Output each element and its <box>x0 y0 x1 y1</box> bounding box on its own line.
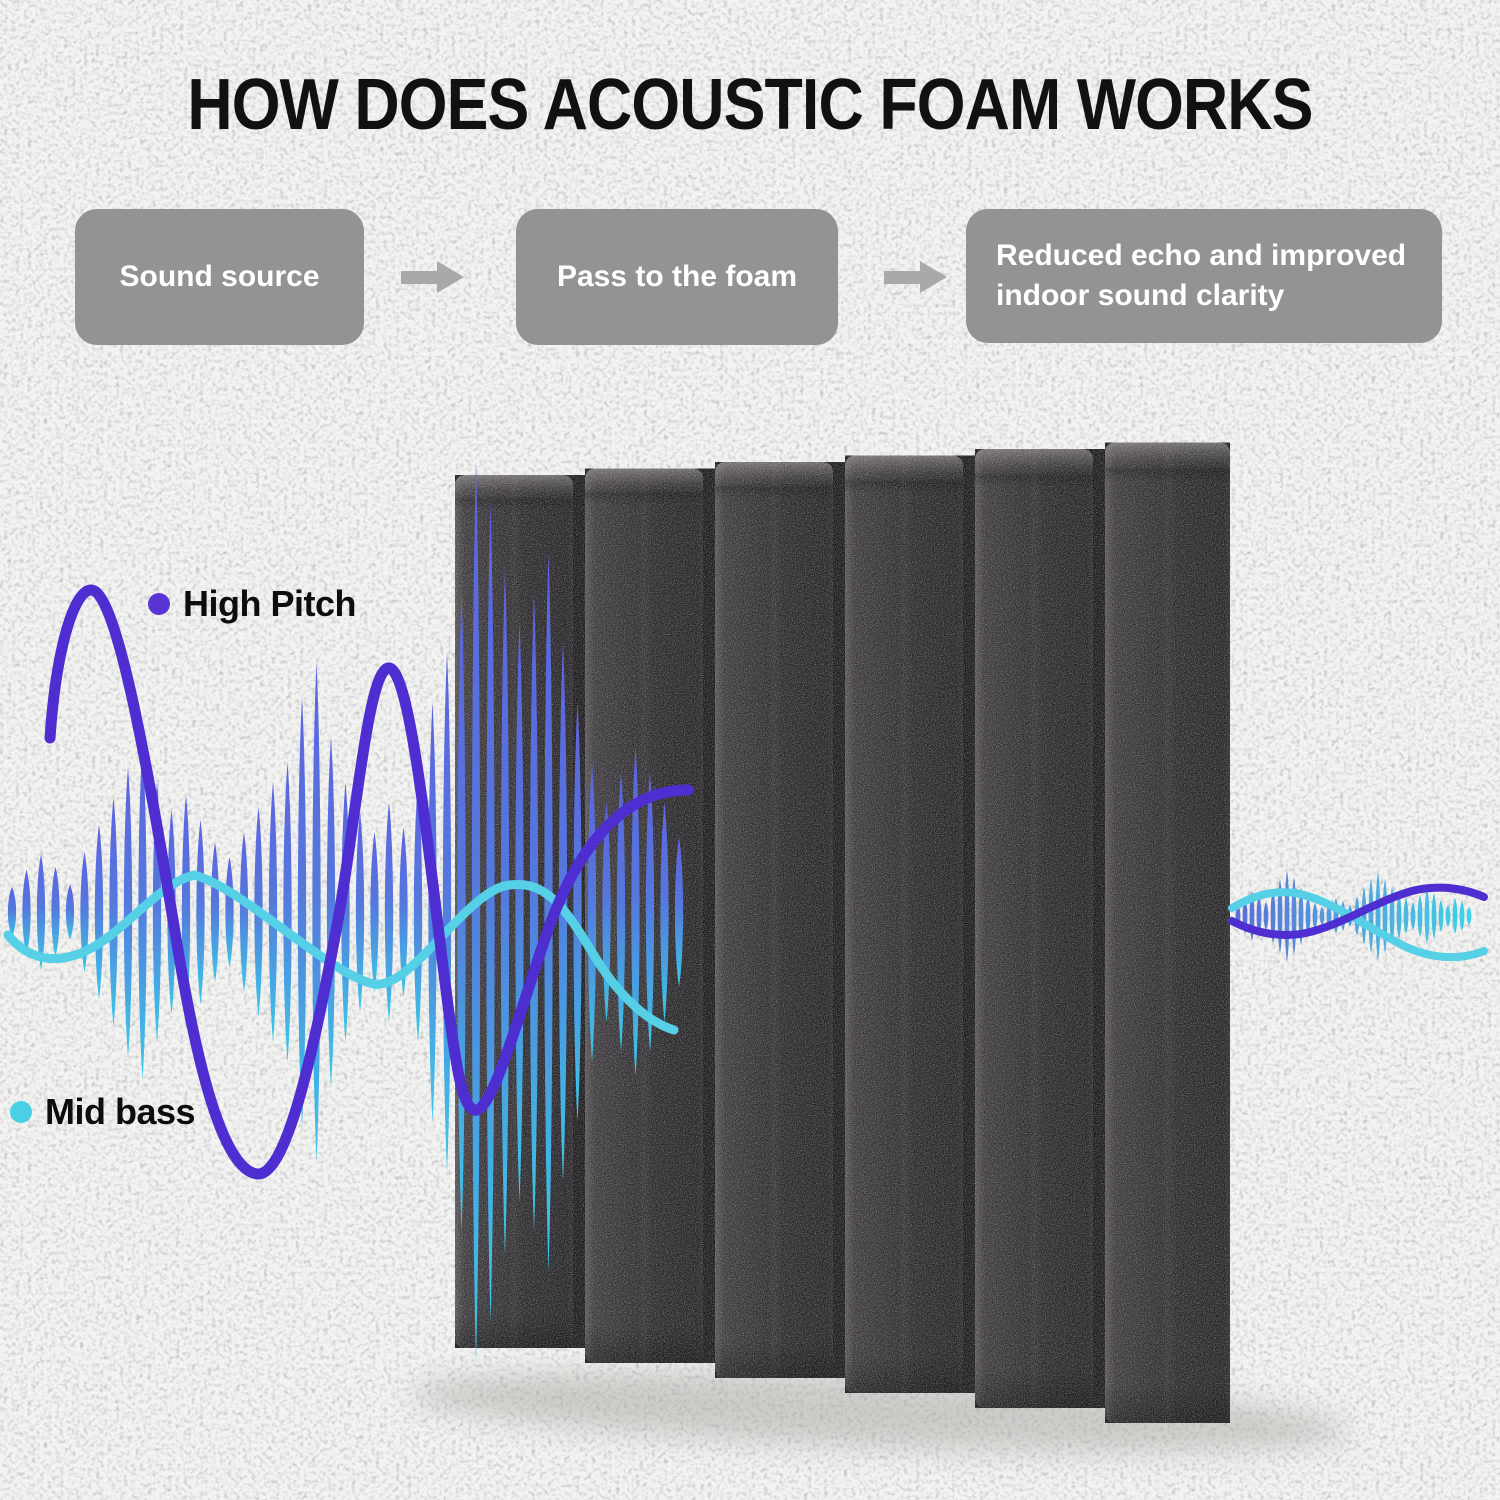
legend-label: Mid bass <box>45 1091 196 1132</box>
flow-step-label: Reduced echo and improved indoor sound c… <box>996 239 1407 312</box>
flow-step-pass-to-foam: Pass to the foam <box>516 209 838 345</box>
legend-label: High Pitch <box>183 583 357 624</box>
page-title: HOW DOES ACOUSTIC FOAM WORKS <box>187 65 1313 145</box>
flow-step-label: Pass to the foam <box>556 260 798 293</box>
legend-high-pitch: High Pitch <box>148 583 357 625</box>
mid-bass-dot-icon <box>10 1101 32 1123</box>
high-pitch-wave-left <box>44 584 694 1180</box>
acoustic-foam-panel <box>455 442 1230 1423</box>
high-pitch-dot-icon <box>148 593 170 615</box>
high-pitch-wave-right <box>1228 883 1488 939</box>
flow-step-reduced-echo: Reduced echo and improved indoor sound c… <box>966 209 1442 343</box>
mid-bass-wave-left <box>3 870 679 1035</box>
legend-mid-bass: Mid bass <box>10 1091 196 1133</box>
right-arrow-icon <box>884 261 947 293</box>
right-arrow-icon <box>401 261 464 293</box>
flow-step-sound-source: Sound source <box>75 209 364 345</box>
flow-step-label: Sound source <box>119 260 320 293</box>
